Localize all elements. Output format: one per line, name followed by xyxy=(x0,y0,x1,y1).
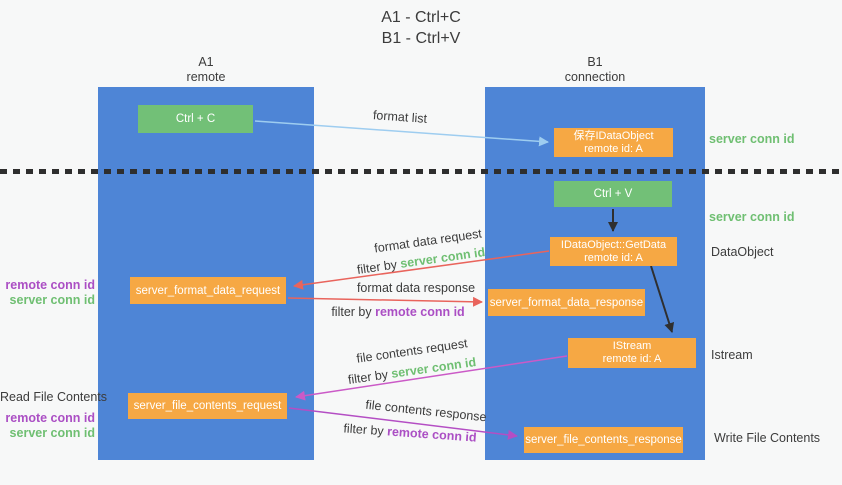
node-file-response: server_file_contents_response xyxy=(524,427,683,453)
node-format-request: server_format_data_request xyxy=(130,277,286,304)
format-response-label: server_format_data_response xyxy=(489,296,644,309)
format-list-arrow xyxy=(254,120,549,147)
remote-conn-id-label: remote conn id xyxy=(5,278,95,292)
format-request-label: server_format_data_request xyxy=(135,284,281,297)
server-conn-id-label: server conn id xyxy=(9,293,95,307)
lane-a1-name: A1 xyxy=(198,55,214,69)
istream-side-label: Istream xyxy=(711,348,753,362)
node-ctrl-v: Ctrl + V xyxy=(554,181,672,207)
filter-by-text: filter by xyxy=(342,421,388,439)
node-save-idataobject: 保存IDataObject remote id: A xyxy=(554,128,673,157)
file-contents-request-arrow xyxy=(295,355,568,401)
lane-a1-subtitle: remote xyxy=(186,70,226,84)
format-data-response-arrow xyxy=(287,296,483,307)
getdata-line1: IDataObject::GetData xyxy=(560,238,667,251)
format-data-request-arrow xyxy=(293,250,550,290)
format-data-response-label: format data response xyxy=(356,281,476,295)
getdata-line2: remote id: A xyxy=(584,251,643,264)
server-conn-id-label: server conn id xyxy=(9,426,95,440)
ctrl-v-label: Ctrl + V xyxy=(593,188,633,200)
format-conn-id-stack: remote conn id server conn id xyxy=(0,278,95,308)
diagram-title: A1 - Ctrl+C B1 - Ctrl+V xyxy=(0,7,842,49)
node-getdata: IDataObject::GetData remote id: A xyxy=(550,237,677,266)
remote-conn-id-label: remote conn id xyxy=(5,411,95,425)
server-conn-id-label-mid: server conn id xyxy=(709,210,795,224)
file-contents-response-arrow xyxy=(288,407,518,440)
lane-b1-subtitle: connection xyxy=(564,70,626,84)
lane-header-a1: A1 remote xyxy=(98,55,314,85)
read-file-contents-label: Read File Contents xyxy=(0,390,108,404)
format-data-response-filter-label: filter by remote conn id xyxy=(331,305,464,319)
server-conn-id-label-top: server conn id xyxy=(709,132,795,146)
node-file-request: server_file_contents_request xyxy=(128,393,287,419)
file-request-label: server_file_contents_request xyxy=(133,400,282,412)
save-idataobject-line2: remote id: A xyxy=(584,142,643,155)
getdata-to-istream-arrow xyxy=(650,265,675,333)
lane-b1-name: B1 xyxy=(587,55,603,69)
save-idataobject-line1: 保存IDataObject xyxy=(573,129,654,142)
dotted-separator-line xyxy=(0,169,842,174)
remote-conn-id-highlight: remote conn id xyxy=(375,305,465,319)
filter-by-text: filter by xyxy=(331,305,376,319)
node-istream: IStream remote id: A xyxy=(568,338,696,368)
file-conn-id-stack: remote conn id server conn id xyxy=(0,411,95,441)
istream-line1: IStream xyxy=(612,340,652,352)
dataobject-label: DataObject xyxy=(711,245,774,259)
node-ctrl-c: Ctrl + C xyxy=(138,105,253,133)
title-line-2: B1 - Ctrl+V xyxy=(381,30,461,47)
node-format-response: server_format_data_response xyxy=(488,289,645,316)
ctrl-c-label: Ctrl + C xyxy=(175,113,216,125)
title-line-1: A1 - Ctrl+C xyxy=(381,9,461,26)
write-file-contents-label: Write File Contents xyxy=(714,431,821,445)
istream-line2: remote id: A xyxy=(602,353,662,365)
lane-header-b1: B1 connection xyxy=(485,55,705,85)
file-response-label: server_file_contents_response xyxy=(525,434,682,446)
